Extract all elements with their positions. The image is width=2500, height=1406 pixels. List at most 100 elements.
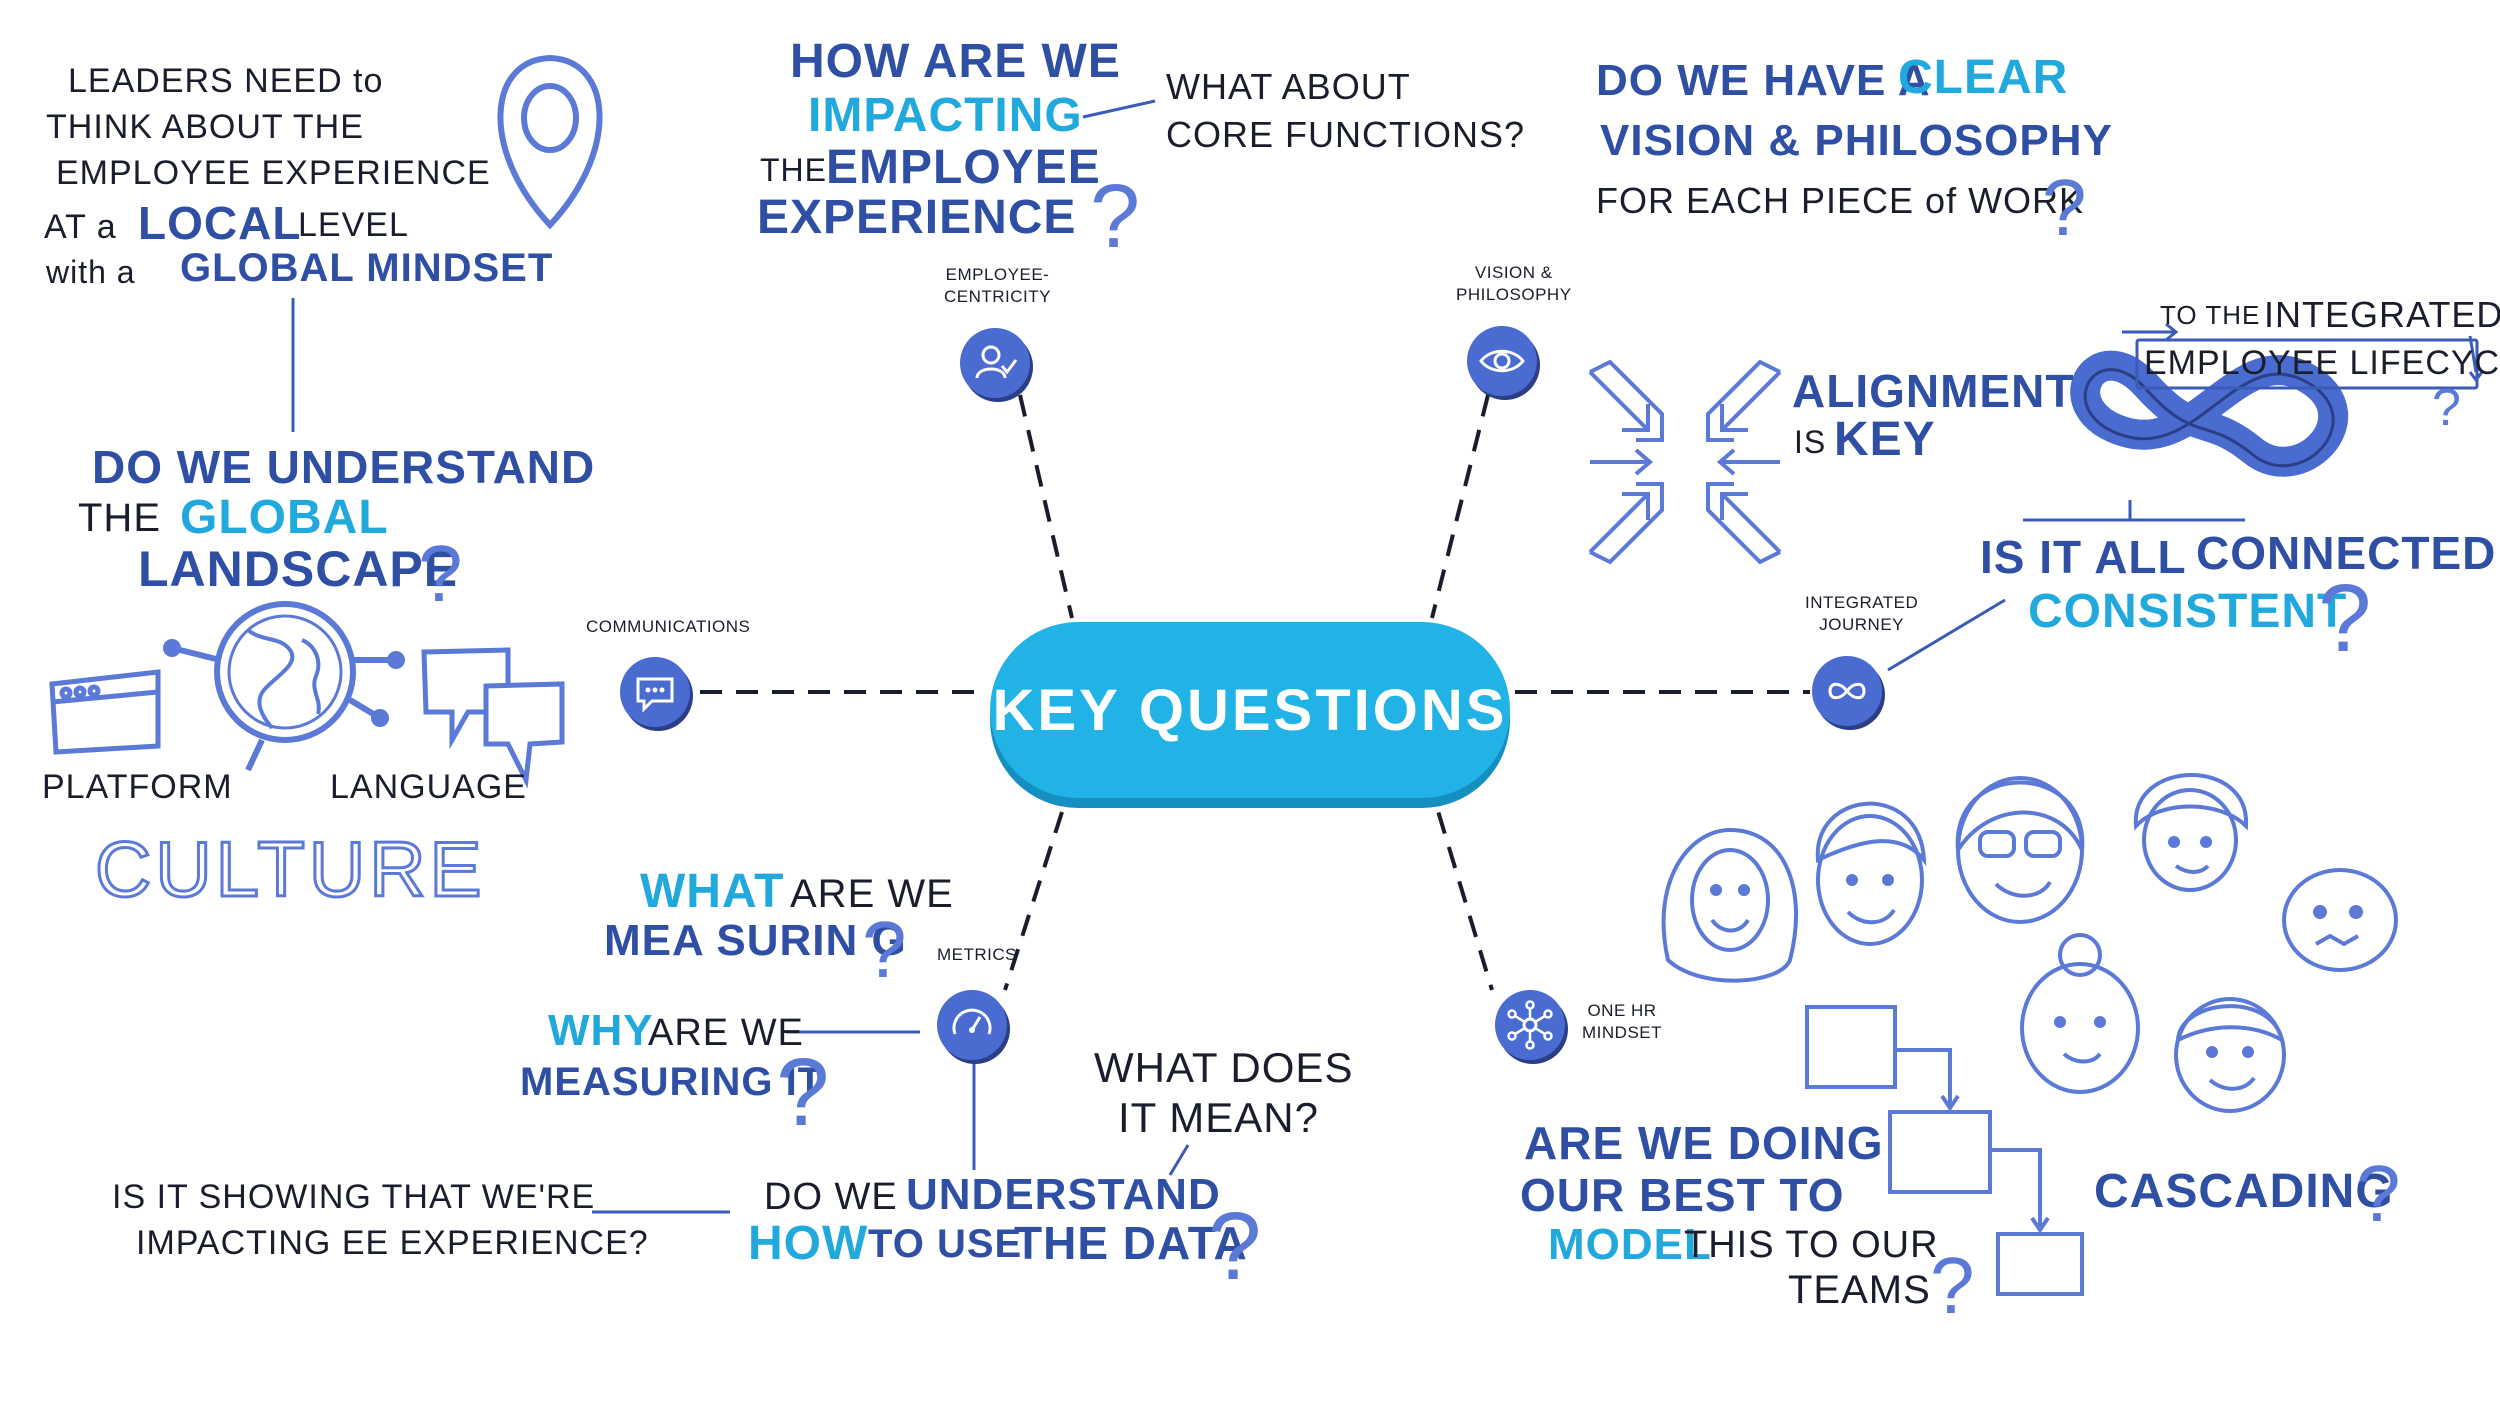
- employee-centricity-node: [960, 328, 1030, 398]
- vision-philosophy-label-2: PHILOSOPHY: [1456, 285, 1572, 304]
- impact-line-3a: THE: [760, 152, 827, 188]
- integrated-journey-label-1: INTEGRATED: [1805, 593, 1919, 612]
- key-questions-label: KEY QUESTIONS: [992, 677, 1508, 743]
- lifecycle-box: [2135, 338, 2479, 390]
- location-pin-icon: [497, 54, 603, 230]
- how-use-data-b: TO USE: [868, 1222, 1023, 1266]
- leaders-line-4a: AT a: [44, 208, 117, 246]
- core-functions-line-1: WHAT ABOUT: [1166, 66, 1411, 107]
- communications-label: COMMUNICATIONS: [586, 617, 751, 636]
- question-mark-icon: ?: [1090, 167, 1141, 267]
- dashed-connectors: [700, 394, 1810, 991]
- leaders-line-3: EMPLOYEE EXPERIENCE: [56, 154, 491, 192]
- question-mark-icon: ?: [1930, 1241, 1975, 1330]
- leaders-line-2: THINK ABOUT THE: [46, 108, 364, 146]
- browser-window-icon: [49, 669, 161, 755]
- consistent-label: CONSISTENT: [2028, 585, 2348, 638]
- metrics-label: METRICS: [937, 945, 1017, 964]
- connector-metrics: [1003, 811, 1064, 991]
- lifecycle-graphics: [2070, 322, 2484, 477]
- onehr-line-3b: THIS TO OUR: [1684, 1224, 1939, 1266]
- employee-centricity-label-2: CENTRICITY: [944, 287, 1051, 306]
- one-hr-mindset-label: ONE HR MINDSET: [1582, 1000, 1662, 1044]
- leaders-line-1: LEADERS NEED to: [68, 62, 384, 100]
- leader-lifecycle-bracket: [2023, 500, 2245, 522]
- employee-centricity-label: EMPLOYEE- CENTRICITY: [944, 264, 1051, 308]
- speech-bubbles-icon: [421, 647, 565, 789]
- core-functions-line-2: CORE FUNCTIONS?: [1166, 114, 1526, 155]
- showing-line-2: IMPACTING EE EXPERIENCE?: [136, 1224, 649, 1262]
- communications-node: [620, 657, 690, 727]
- leaders-line-4c: LEVEL: [298, 206, 409, 244]
- lifecycle-line-1a: TO THE: [2160, 300, 2261, 330]
- how-use-data-a: HOW: [748, 1217, 869, 1270]
- face-woman-glasses: [1955, 776, 2085, 924]
- alignment-arrows-icon: [1588, 359, 1782, 565]
- face-worried: [2282, 868, 2398, 972]
- onehr-line-2: OUR BEST TO: [1520, 1169, 1845, 1221]
- person-check-icon: [975, 345, 1018, 379]
- one-hr-mindset-node: [1495, 990, 1565, 1060]
- face-woman-bun: [2020, 933, 2140, 1094]
- connected-line-1a: IS IT ALL: [1980, 531, 2187, 583]
- leaders-line-5a: with a: [46, 254, 136, 290]
- why-measuring-b: ARE WE: [648, 1012, 804, 1054]
- leader-lines: [291, 99, 2245, 1214]
- connector-vision: [1430, 394, 1490, 619]
- question-mark-icon: ?: [2356, 1149, 2401, 1238]
- one-hr-mindset-label-1: ONE HR: [1587, 1001, 1657, 1020]
- leader-core-functions: [1082, 99, 1156, 119]
- vision-line-3: FOR EACH PIECE of WORK: [1596, 180, 2085, 221]
- metrics-node: [937, 990, 1007, 1060]
- integrated-journey-node: [1812, 656, 1882, 726]
- chat-bubble-icon: [636, 677, 674, 713]
- measuring-label: MEA SURIN G: [604, 916, 907, 965]
- lifecycle-line-2: EMPLOYEE LIFECYCLE: [2144, 344, 2500, 382]
- vision-line-2: VISION & PHILOSOPHY: [1600, 116, 2113, 165]
- cascade-box-2: [1888, 1110, 1992, 1194]
- network-icon: [1507, 1000, 1553, 1050]
- question-mark-icon: ?: [776, 1039, 830, 1146]
- lifecycle-line-1b: INTEGRATED: [2264, 294, 2500, 335]
- onehr-line-1: ARE WE DOING: [1524, 1117, 1884, 1169]
- alignment-line-2b: KEY: [1834, 413, 1936, 466]
- understand-a: DO WE: [764, 1176, 898, 1218]
- why-measuring-a: WHY: [548, 1006, 654, 1055]
- gauge-icon: [952, 1008, 992, 1035]
- question-mark-icon: ?: [862, 905, 907, 994]
- question-mark-icon: ?: [418, 529, 463, 618]
- vision-line-1a: DO WE HAVE A: [1596, 56, 1931, 105]
- people-faces-illustration: [1661, 773, 2398, 1113]
- leaders-line-4b: LOCAL: [138, 197, 302, 249]
- what-does-line-1: WHAT DOES: [1094, 1044, 1354, 1091]
- cascading-label: CASCADING: [2094, 1165, 2394, 1218]
- connected-line-1b: CONNECTED: [2196, 527, 2497, 579]
- what-measuring-a: WHAT: [640, 865, 785, 918]
- connector-employee-centricity: [1018, 394, 1074, 619]
- onehr-line-4: TEAMS: [1788, 1268, 1931, 1312]
- showing-line-1: IS IT SHOWING THAT WE'RE: [112, 1178, 596, 1216]
- integrated-journey-label: INTEGRATED JOURNEY: [1805, 592, 1918, 636]
- question-mark-icon: ?: [2432, 379, 2461, 437]
- vision-line-1b: CLEAR: [1898, 51, 2069, 104]
- key-questions-pill: KEY QUESTIONS: [990, 622, 1510, 798]
- platform-label: PLATFORM: [42, 768, 233, 806]
- face-woman-headwrap: [2133, 773, 2249, 892]
- global-line-3: LANDSCAPE: [138, 541, 459, 597]
- one-hr-mindset-label-2: MINDSET: [1582, 1023, 1662, 1042]
- language-label: LANGUAGE: [330, 768, 527, 806]
- face-man-short-hair: [1815, 801, 1927, 946]
- alignment-line-2a: IS: [1794, 424, 1827, 460]
- impact-line-4: EXPERIENCE: [757, 191, 1077, 244]
- face-man-smile: [2174, 997, 2286, 1113]
- vision-philosophy-label: VISION & PHILOSOPHY: [1456, 262, 1572, 306]
- onehr-line-3a: MODEL: [1548, 1220, 1712, 1269]
- leader-connected: [1887, 598, 2006, 672]
- cascading-diagram: [1805, 1005, 2084, 1296]
- impact-line-2: IMPACTING: [808, 89, 1083, 142]
- culture-word: CULTURE: [95, 825, 486, 913]
- face-hijab: [1661, 827, 1799, 983]
- cascade-box-3: [1996, 1232, 2084, 1296]
- global-line-2a: THE: [78, 496, 161, 540]
- alignment-line-1: ALIGNMENT: [1792, 365, 2075, 417]
